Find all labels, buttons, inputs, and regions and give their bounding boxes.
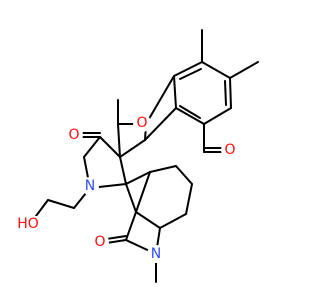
bond	[135, 211, 161, 229]
bond	[145, 75, 175, 125]
bond	[175, 107, 205, 125]
bond	[159, 213, 187, 229]
bond	[229, 77, 232, 109]
bond	[119, 156, 127, 185]
bond	[201, 61, 231, 79]
bond	[83, 136, 101, 158]
bond	[35, 199, 49, 217]
bond	[224, 80, 227, 106]
bond	[99, 136, 121, 158]
bond	[119, 139, 146, 158]
bond	[173, 61, 203, 77]
atom-lactam-oxygen: O	[65, 126, 83, 144]
bond	[149, 165, 177, 173]
atom-oxindole-oxygen: O	[91, 233, 109, 251]
bond	[179, 68, 202, 80]
bond	[229, 61, 259, 79]
atom-label-layer: O O O N HO O N	[15, 114, 239, 263]
bond	[117, 123, 121, 158]
bond	[185, 183, 193, 215]
atom-pyrrolidine-nitrogen: N	[81, 177, 99, 195]
atom-label: O	[94, 234, 105, 250]
atom-label: N	[85, 178, 95, 194]
atom-label: O	[136, 115, 147, 131]
molecule-structure: O O O N HO O N	[15, 29, 259, 283]
bond	[47, 199, 75, 209]
atom-label: N	[151, 246, 161, 262]
bond	[203, 107, 232, 125]
atom-label: O	[68, 127, 79, 143]
bond	[175, 165, 193, 185]
atom-chromene-ring-oxygen: O	[133, 114, 151, 132]
atom-oxindole-nitrogen: N	[147, 245, 165, 263]
atom-ketone-oxygen: O	[221, 141, 239, 159]
bond	[135, 171, 151, 213]
atom-label: HO	[17, 216, 39, 232]
bond	[125, 171, 151, 185]
bond	[173, 75, 177, 109]
bond	[125, 183, 137, 213]
bond	[144, 107, 177, 141]
bond	[179, 105, 201, 119]
atom-label: O	[224, 142, 235, 158]
bond	[125, 211, 137, 241]
bond-layer	[35, 29, 259, 283]
atom-hydroxyl: HO	[15, 216, 41, 234]
